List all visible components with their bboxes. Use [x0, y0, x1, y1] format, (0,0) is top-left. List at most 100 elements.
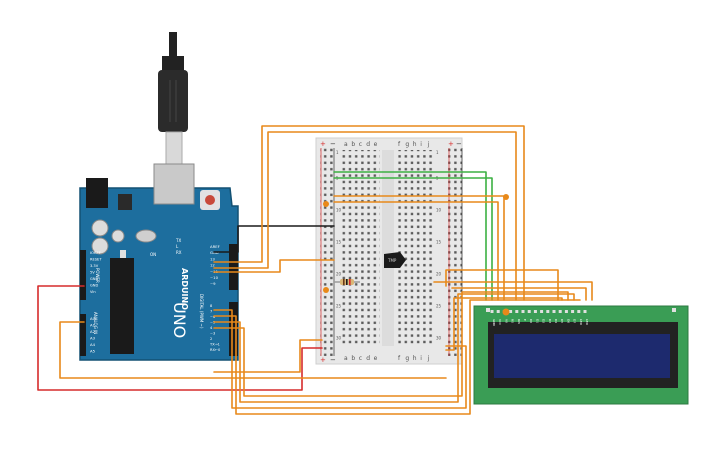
- lcd-pin[interactable]: [496, 310, 500, 313]
- analog-pin-label: A1: [90, 323, 96, 328]
- lcd-display[interactable]: [473, 305, 689, 405]
- wire-orange-rail[interactable]: [213, 339, 323, 373]
- power-pin-label: GND: [90, 277, 98, 281]
- lcd-pin[interactable]: [527, 310, 531, 313]
- lcd-pin-label: GND: [492, 319, 496, 327]
- lcd-pin-label: D6: [566, 319, 570, 323]
- wire-green-1[interactable]: [333, 171, 487, 301]
- breadboard-row-number: 25: [436, 304, 442, 309]
- wire-orange-a0[interactable]: [59, 321, 447, 379]
- breadboard-row-number: 25: [336, 304, 342, 309]
- wire-orange-right-1[interactable]: [445, 269, 559, 301]
- wire-orange-top2[interactable]: [333, 201, 499, 301]
- rail-minus-top: −: [330, 140, 336, 148]
- breadboard-column-label: i: [420, 355, 422, 362]
- lcd-pin-label: VCC: [498, 319, 502, 325]
- lcd-pin[interactable]: [577, 310, 581, 313]
- wire-junction-rail: [323, 201, 329, 207]
- wire-orange-d3[interactable]: [213, 293, 575, 403]
- power-pin-label: GND: [90, 284, 98, 288]
- lcd-pin[interactable]: [540, 310, 544, 313]
- usb-cable[interactable]: [158, 32, 188, 165]
- breadboard[interactable]: [315, 137, 463, 365]
- lcd-pin-label: D0: [529, 319, 533, 323]
- lcd-pin[interactable]: [571, 310, 575, 313]
- breadboard-row-number: 20: [336, 272, 342, 277]
- wire-red-5v[interactable]: [37, 285, 323, 391]
- arduino-brand-label: ARDUINO: [180, 268, 189, 310]
- lcd-pin[interactable]: [564, 310, 568, 313]
- lcd-pin-label: D1: [535, 319, 539, 323]
- digital-pin-label: ~3: [210, 332, 215, 336]
- breadboard-column-label: c: [359, 141, 362, 148]
- wire-orange-d4[interactable]: [213, 299, 581, 415]
- wire-orange-sensor[interactable]: [213, 259, 335, 273]
- lcd-pin-label: LED: [585, 319, 589, 326]
- lcd-pin[interactable]: [515, 310, 519, 313]
- digital-pin-label: ~6: [210, 315, 216, 319]
- rail-minus-bottom: −: [330, 356, 336, 364]
- lcd-pin[interactable]: [583, 310, 587, 313]
- breadboard-column-label: i: [420, 141, 422, 148]
- lcd-pin-label: D2: [542, 319, 546, 323]
- digital-pin-label: 12: [210, 263, 215, 268]
- breadboard-column-label: a: [344, 141, 348, 148]
- rail-plus-bottom: +: [320, 356, 326, 364]
- wire-green-2[interactable]: [333, 177, 493, 301]
- breadboard-column-label: h: [413, 141, 417, 148]
- wire-orange-d2[interactable]: [213, 291, 569, 397]
- digital-pin-label: ~10: [210, 275, 219, 280]
- arduino-model-label: UNO: [170, 302, 189, 338]
- lcd-pin-label: D7: [573, 319, 577, 323]
- rail-plus-top-right: +: [448, 140, 454, 148]
- breadboard-column-label: f: [398, 141, 401, 148]
- breadboard-column-label: f: [398, 355, 401, 362]
- breadboard-row-number: 20: [436, 272, 442, 277]
- lcd-pin[interactable]: [558, 310, 562, 313]
- breadboard-column-label: j: [427, 141, 430, 148]
- lcd-pin[interactable]: [521, 310, 525, 313]
- analog-pin-label: A0: [90, 316, 96, 321]
- arduino-on-label: ON: [150, 252, 156, 257]
- analog-pin-label: A5: [90, 349, 96, 354]
- wire-orange-right-2[interactable]: [433, 281, 593, 301]
- lcd-pin[interactable]: [490, 310, 494, 313]
- breadboard-column-label: d: [366, 141, 370, 148]
- breadboard-column-label: e: [374, 355, 378, 362]
- lcd-pin[interactable]: [509, 310, 513, 313]
- breadboard-column-label: g: [405, 355, 409, 362]
- arduino-uno-board[interactable]: [79, 163, 239, 361]
- resistor[interactable]: [334, 279, 360, 285]
- breadboard-row-number: 15: [436, 240, 442, 245]
- wire-orange-11[interactable]: [213, 131, 517, 301]
- lcd-pin[interactable]: [552, 310, 556, 313]
- wire-junction-top: [503, 194, 509, 200]
- wire-junction-lcd: [502, 308, 510, 316]
- digital-pin-label: AREF: [210, 244, 220, 249]
- wire-black-gnd[interactable]: [213, 225, 335, 253]
- lcd-pin[interactable]: [546, 310, 550, 313]
- arduino-rx-label: RX: [176, 250, 182, 255]
- breadboard-row-number: 10: [436, 208, 442, 213]
- lcd-pin-label: E: [523, 319, 527, 321]
- wire-orange-lcd-a[interactable]: [445, 297, 563, 351]
- analog-pin-label: A2: [90, 329, 96, 334]
- arduino-l-label: L: [176, 244, 179, 249]
- wire-orange-12[interactable]: [213, 125, 525, 301]
- digital-pin-label: 7: [210, 310, 212, 314]
- wire-orange-right-3[interactable]: [451, 287, 587, 301]
- lcd-pin-label: V0: [504, 319, 508, 323]
- lcd-pin-label: D3: [548, 319, 552, 323]
- breadboard-column-label: e: [374, 141, 378, 148]
- lcd-pin-label: D5: [560, 319, 564, 323]
- breadboard-column-label: j: [427, 355, 430, 362]
- breadboard-row-number: 10: [336, 208, 342, 213]
- lcd-pin[interactable]: [533, 310, 537, 313]
- temperature-sensor[interactable]: TMP: [384, 252, 406, 268]
- sensor-label: TMP: [387, 258, 397, 263]
- digital-pin-label: TX→1: [209, 343, 220, 347]
- breadboard-column-label: g: [405, 141, 409, 148]
